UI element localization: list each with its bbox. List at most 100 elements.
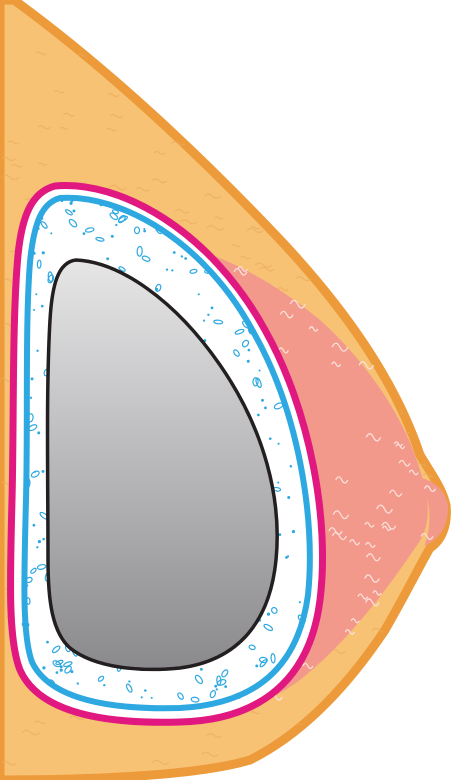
skin-texture-mark — [389, 366, 399, 369]
capsule-texture-dot — [141, 696, 143, 698]
skin-texture-mark — [396, 80, 408, 83]
capsule-texture-dot — [247, 360, 250, 363]
skin-texture-mark — [352, 104, 361, 106]
skin-texture-mark — [194, 57, 212, 61]
capsule-texture-dot — [143, 228, 145, 230]
capsule-texture-dot — [36, 546, 38, 548]
capsule-texture-dot — [115, 224, 117, 226]
capsule-texture-dot — [26, 584, 28, 586]
skin-texture-mark — [333, 51, 345, 54]
skin-texture-mark — [311, 763, 319, 765]
skin-texture-mark — [298, 130, 308, 133]
capsule-texture-dot — [278, 443, 280, 445]
skin-texture-mark — [435, 371, 453, 375]
capsule-texture-dot — [37, 227, 40, 230]
skin-texture-mark — [428, 63, 444, 67]
capsule-texture-dot — [155, 288, 158, 291]
skin-texture-mark — [426, 721, 443, 725]
skin-texture-mark — [394, 205, 402, 207]
skin-texture-mark — [332, 18, 343, 21]
capsule-texture-dot — [207, 314, 209, 316]
capsule-texture-dot — [275, 380, 277, 382]
capsule-texture-dot — [37, 431, 40, 434]
skin-texture-mark — [418, 235, 435, 239]
skin-texture-mark — [304, 102, 321, 106]
capsule-texture-dot — [41, 217, 44, 220]
capsule-texture-dot — [60, 669, 63, 672]
capsule-texture-dot — [38, 540, 41, 543]
skin-texture-mark — [274, 197, 286, 200]
capsule-texture-dot — [103, 684, 105, 686]
skin-texture-mark — [251, 166, 265, 169]
skin-texture-mark — [365, 131, 373, 133]
capsule-texture-dot — [33, 524, 36, 527]
skin-texture-mark — [336, 272, 347, 275]
skin-texture-mark — [249, 141, 265, 145]
skin-texture-mark — [198, 69, 206, 71]
skin-texture-mark — [391, 267, 401, 270]
capsule-texture-dot — [41, 305, 44, 308]
skin-texture-mark — [215, 49, 227, 52]
skin-texture-mark — [212, 51, 221, 53]
skin-texture-mark — [217, 39, 228, 42]
capsule-texture-dot — [292, 530, 295, 533]
skin-texture-mark — [158, 58, 175, 62]
capsule-texture-dot — [77, 682, 79, 684]
capsule-texture-dot — [277, 481, 279, 483]
capsule-texture-dot — [70, 200, 73, 203]
skin-texture-mark — [297, 45, 314, 49]
skin-texture-mark — [150, 80, 165, 84]
capsule-texture-dot — [42, 538, 45, 541]
capsule-texture-dot — [30, 397, 32, 399]
skin-texture-mark — [439, 10, 447, 12]
capsule-texture-dot — [106, 257, 109, 260]
capsule-texture-dot — [259, 369, 261, 371]
capsule-texture-dot — [261, 399, 264, 402]
skin-texture-mark — [320, 79, 333, 82]
capsule-texture-dot — [214, 685, 217, 688]
skin-texture-mark — [433, 205, 442, 207]
capsule-texture-dot — [198, 293, 200, 295]
skin-texture-mark — [403, 90, 418, 94]
capsule-texture-dot — [184, 257, 187, 260]
capsule-texture-dot — [276, 386, 279, 389]
capsule-texture-dot — [72, 209, 75, 212]
skin-texture-mark — [125, 0, 138, 2]
capsule-texture-dot — [26, 502, 28, 504]
skin-texture-mark — [295, 747, 312, 751]
skin-texture-mark — [370, 743, 382, 746]
skin-texture-mark — [258, 101, 273, 105]
capsule-texture-dot — [36, 350, 38, 352]
capsule-texture-dot — [290, 465, 293, 468]
capsule-texture-dot — [35, 293, 37, 295]
skin-texture-mark — [134, 21, 148, 25]
capsule-texture-dot — [200, 668, 203, 671]
capsule-texture-dot — [143, 230, 146, 233]
skin-texture-mark — [416, 625, 428, 628]
skin-texture-mark — [423, 344, 433, 346]
skin-texture-mark — [59, 8, 74, 12]
capsule-texture-dot — [248, 349, 251, 352]
capsule-texture-dot — [299, 601, 301, 603]
capsule-texture-dot — [271, 373, 274, 376]
skin-texture-mark — [385, 168, 394, 170]
skin-texture-mark — [331, 705, 346, 709]
capsule-texture-dot — [181, 255, 183, 257]
capsule-texture-dot — [144, 689, 147, 692]
skin-texture-mark — [145, 20, 154, 22]
capsule-texture-dot — [50, 232, 52, 234]
skin-texture-mark — [418, 0, 429, 3]
skin-texture-mark — [422, 400, 430, 402]
skin-texture-mark — [438, 660, 454, 664]
skin-texture-mark — [346, 216, 361, 220]
skin-texture-mark — [410, 24, 426, 28]
capsule-texture-dot — [56, 671, 59, 674]
skin-texture-mark — [287, 105, 297, 108]
skin-texture-mark — [324, 206, 342, 210]
capsule-texture-dot — [173, 251, 176, 254]
skin-texture-mark — [335, 161, 346, 164]
skin-texture-mark — [333, 73, 344, 76]
capsule-texture-dot — [224, 685, 227, 688]
skin-texture-mark — [351, 265, 363, 268]
